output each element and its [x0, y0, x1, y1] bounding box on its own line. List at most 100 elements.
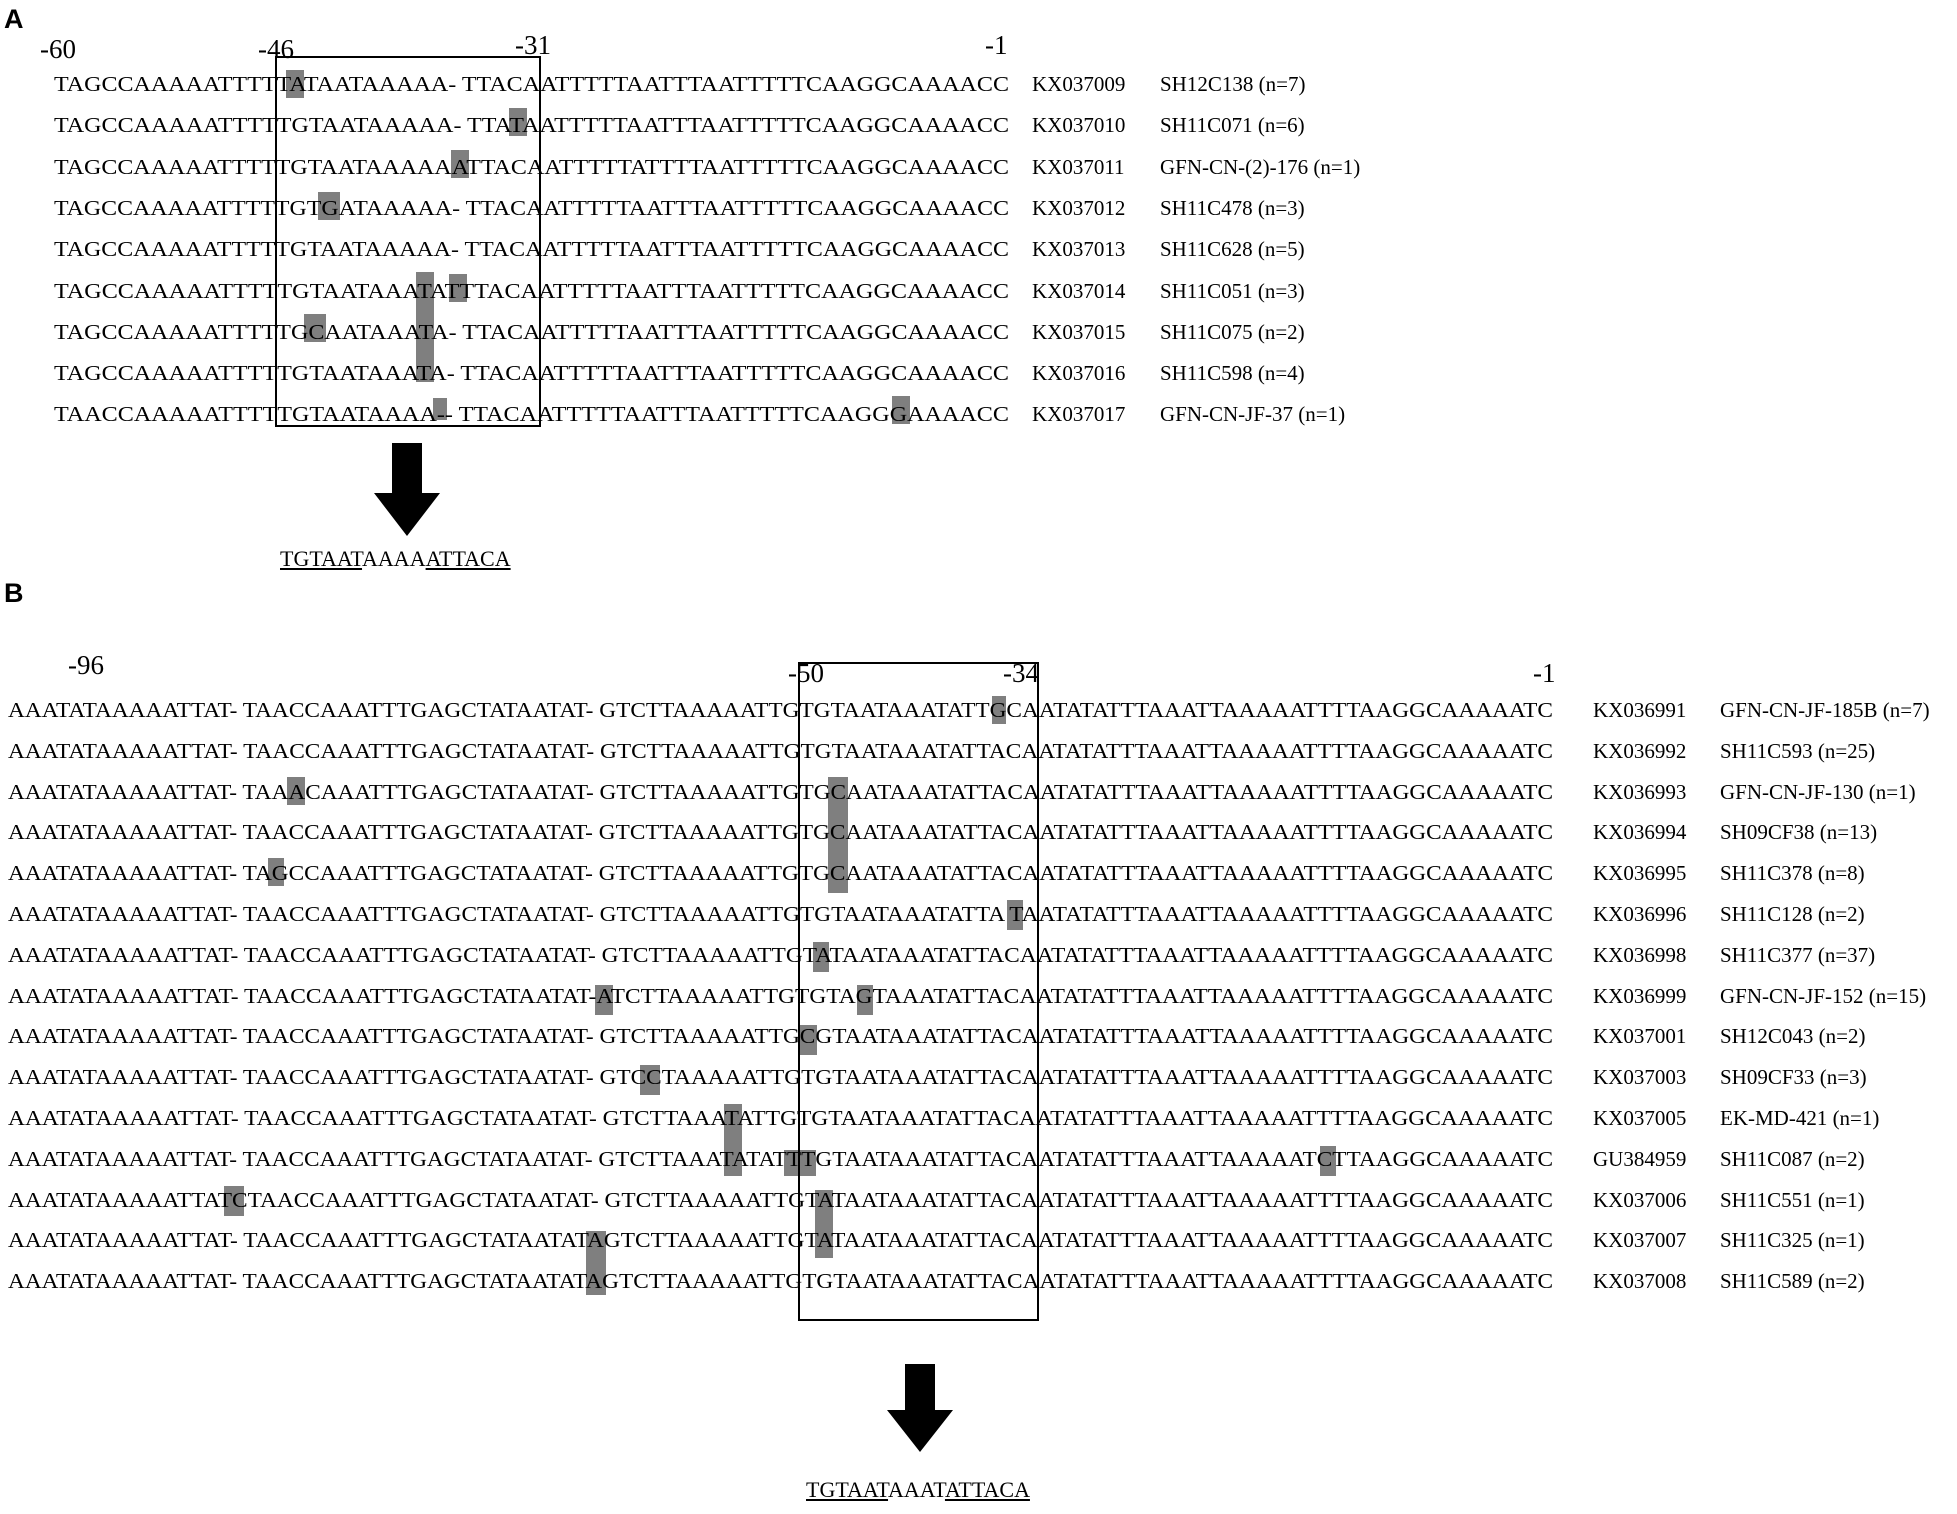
isolate-label: SH11C378 (n=8): [1720, 861, 1865, 886]
panel-a-motif-part: AAAA: [362, 546, 426, 571]
accession-number: KX037006: [1593, 1187, 1687, 1212]
panel-b-label: B: [4, 578, 24, 608]
sequence: AAATATAAAAATTAT- TAACCAAATTTGAGCTATAATAT…: [8, 983, 1553, 1008]
sequence: TAGCCAAAAATTTTTGCAATAAATA- TTACAATTTTTAA…: [54, 319, 1009, 344]
accession-number: KX037010: [1032, 113, 1126, 138]
accession-number: KX037014: [1032, 278, 1126, 303]
accession-number: KX037015: [1032, 319, 1126, 344]
panel-a-down-arrow: [374, 443, 440, 536]
sequence: TAGCCAAAAATTTTTGTAATAAAAA- TTATAATTTTTAA…: [54, 113, 1010, 138]
isolate-label: SH11C087 (n=2): [1720, 1146, 1865, 1171]
isolate-label: SH11C478 (n=3): [1160, 195, 1305, 220]
isolate-label: EK-MD-421 (n=1): [1720, 1106, 1880, 1130]
sequence: TAGCCAAAAATTTTTGTAATAAAAAATTACAATTTTTATT…: [54, 154, 1009, 179]
accession-number: KX037017: [1032, 402, 1126, 427]
sequence: TAGCCAAAAATTTTTGTGATAAAAA- TTACAATTTTTAA…: [54, 195, 1009, 220]
accession-number: KX037008: [1593, 1269, 1687, 1294]
panel-a-variant-highlight: [433, 398, 447, 420]
panel-b-variant-highlight: [724, 1104, 742, 1176]
panel-b-variant-highlight: [595, 985, 613, 1015]
accession-number: KX037016: [1032, 361, 1126, 386]
sequence: AAATATAAAAATTAT- TAACCAAATTTGAGCTATAATAT…: [8, 1228, 1553, 1253]
sequence: AAATATAAAAATTAT- TAACCAAATTTGAGCTATAATAT…: [8, 902, 1553, 926]
sequence: AAATATAAAAATTAT- TAACCAAATTTGAGCTATAATAT…: [8, 1146, 1553, 1171]
accession-number: KX037005: [1593, 1106, 1687, 1130]
panel-b-motif-part: ATTACA: [944, 1477, 1030, 1502]
panel-b-variant-highlight: [1320, 1146, 1336, 1176]
sequence: AAATATAAAAATTATCTAACCAAATTTGAGCTATAATAT-…: [8, 1187, 1553, 1212]
accession-number: KX036994: [1593, 820, 1687, 845]
panel-b-variant-highlight: [799, 1025, 817, 1055]
panel-b-position-minus-1: -1: [1533, 658, 1556, 688]
accession-number: KX036995: [1593, 861, 1687, 886]
isolate-label: GFN-CN-(2)-176 (n=1): [1160, 154, 1361, 179]
panel-a-consensus-motif: TGTAATAAAAATTACA: [280, 546, 511, 572]
isolate-label: SH11C593 (n=25): [1720, 738, 1876, 763]
panel-a-motif-part: ATTACA: [425, 546, 511, 571]
sequence: AAATATAAAAATTAT- TAACCAAATTTGAGCTATAATAT…: [8, 820, 1553, 845]
panel-b-variant-highlight: [828, 777, 848, 893]
sequence: AAATATAAAAATTAT- TAACCAAATTTGAGCTATAATAT…: [8, 942, 1553, 967]
panel-a-motif-box: [275, 56, 541, 427]
panel-a-position-minus-60: -60: [40, 34, 76, 64]
panel-b-down-arrow: [887, 1364, 953, 1452]
accession-number: KX037007: [1593, 1228, 1687, 1253]
panel-a-label: A: [4, 4, 24, 34]
isolate-label: GFN-CN-JF-152 (n=15): [1720, 983, 1927, 1008]
panel-b-position-minus-96: -96: [68, 650, 104, 680]
isolate-label: SH11C377 (n=37): [1720, 942, 1876, 967]
panel-b-variant-highlight: [268, 858, 284, 886]
sequence: AAATATAAAAATTAT- TAACCAAATTTGAGCTATAATAT…: [8, 1269, 1553, 1294]
panel-b-variant-highlight: [815, 1190, 833, 1258]
panel-b-variant-highlight: [992, 696, 1006, 724]
isolate-label: SH11C551 (n=1): [1720, 1187, 1865, 1212]
panel-b-variant-highlight: [640, 1065, 660, 1095]
panel-b-variant-highlight: [224, 1186, 244, 1216]
accession-number: KX036991: [1593, 698, 1687, 722]
isolate-label: SH09CF38 (n=13): [1720, 820, 1878, 845]
isolate-label: GFN-CN-JF-37 (n=1): [1160, 402, 1346, 427]
panel-a-position-minus-31: -31: [515, 30, 551, 60]
accession-number: KX037001: [1593, 1024, 1687, 1049]
panel-b-consensus-motif: TGTAATAAATATTACA: [806, 1477, 1030, 1503]
isolate-label: GFN-CN-JF-130 (n=1): [1720, 779, 1916, 804]
panel-a-variant-highlight: [416, 272, 434, 382]
accession-number: KX036993: [1593, 779, 1687, 804]
accession-number: KX037011: [1032, 154, 1125, 179]
isolate-label: SH11C075 (n=2): [1160, 319, 1305, 344]
panel-b-motif-part: TGTAAT: [806, 1477, 889, 1502]
panel-a-position-minus-1: -1: [985, 30, 1008, 60]
panel-b-motif-box: [798, 662, 1039, 1321]
panel-b-variant-highlight: [813, 942, 829, 972]
panel-a-variant-highlight: [318, 192, 340, 220]
sequence: TAGCCAAAAATTTTTGTAATAAAAA- TTACAATTTTTAA…: [54, 237, 1009, 262]
sequence: AAATATAAAAATTAT- TAACCAAATTTGAGCTATAATAT…: [8, 1106, 1554, 1130]
panel-a-variant-highlight: [449, 274, 467, 302]
sequence: AAATATAAAAATTAT- TAACCAAATTTGAGCTATAATAT…: [8, 738, 1553, 763]
sequence: TAGCCAAAAATTTTTGTAATAAATATTTACAATTTTTAAT…: [54, 278, 1009, 303]
accession-number: KX036998: [1593, 942, 1687, 967]
panel-b-motif-part: AAAT: [888, 1477, 945, 1502]
panel-b-variant-highlight: [1007, 900, 1023, 930]
isolate-label: SH11C598 (n=4): [1160, 361, 1305, 386]
isolate-label: SH12C138 (n=7): [1160, 72, 1306, 96]
isolate-label: SH11C589 (n=2): [1720, 1269, 1865, 1294]
isolate-label: SH11C051 (n=3): [1160, 278, 1305, 303]
accession-number: KX037012: [1032, 195, 1126, 220]
panel-b-variant-highlight: [784, 1150, 816, 1176]
panel-b-variant-highlight: [586, 1231, 606, 1295]
panel-b-variant-highlight: [287, 777, 305, 805]
isolate-label: SH09CF33 (n=3): [1720, 1065, 1867, 1090]
accession-number: KX036992: [1593, 738, 1687, 763]
sequence: AAATATAAAAATTAT- TAACCAAATTTGAGCTATAATAT…: [8, 1024, 1553, 1049]
panel-b-variant-highlight: [857, 985, 873, 1015]
sequence: AAATATAAAAATTAT- TAACCAAATTTGAGCTATAATAT…: [8, 1065, 1553, 1090]
accession-number: KX036999: [1593, 983, 1687, 1008]
isolate-label: SH11C128 (n=2): [1720, 902, 1865, 926]
isolate-label: SH11C325 (n=1): [1720, 1228, 1865, 1253]
sequence: TAGCCAAAAATTTTTGTAATAAATA- TTACAATTTTTAA…: [54, 361, 1009, 386]
panel-a-variant-highlight: [451, 150, 469, 178]
panel-a-motif-part: TGTAAT: [280, 546, 363, 571]
accession-number: KX037009: [1032, 72, 1126, 96]
